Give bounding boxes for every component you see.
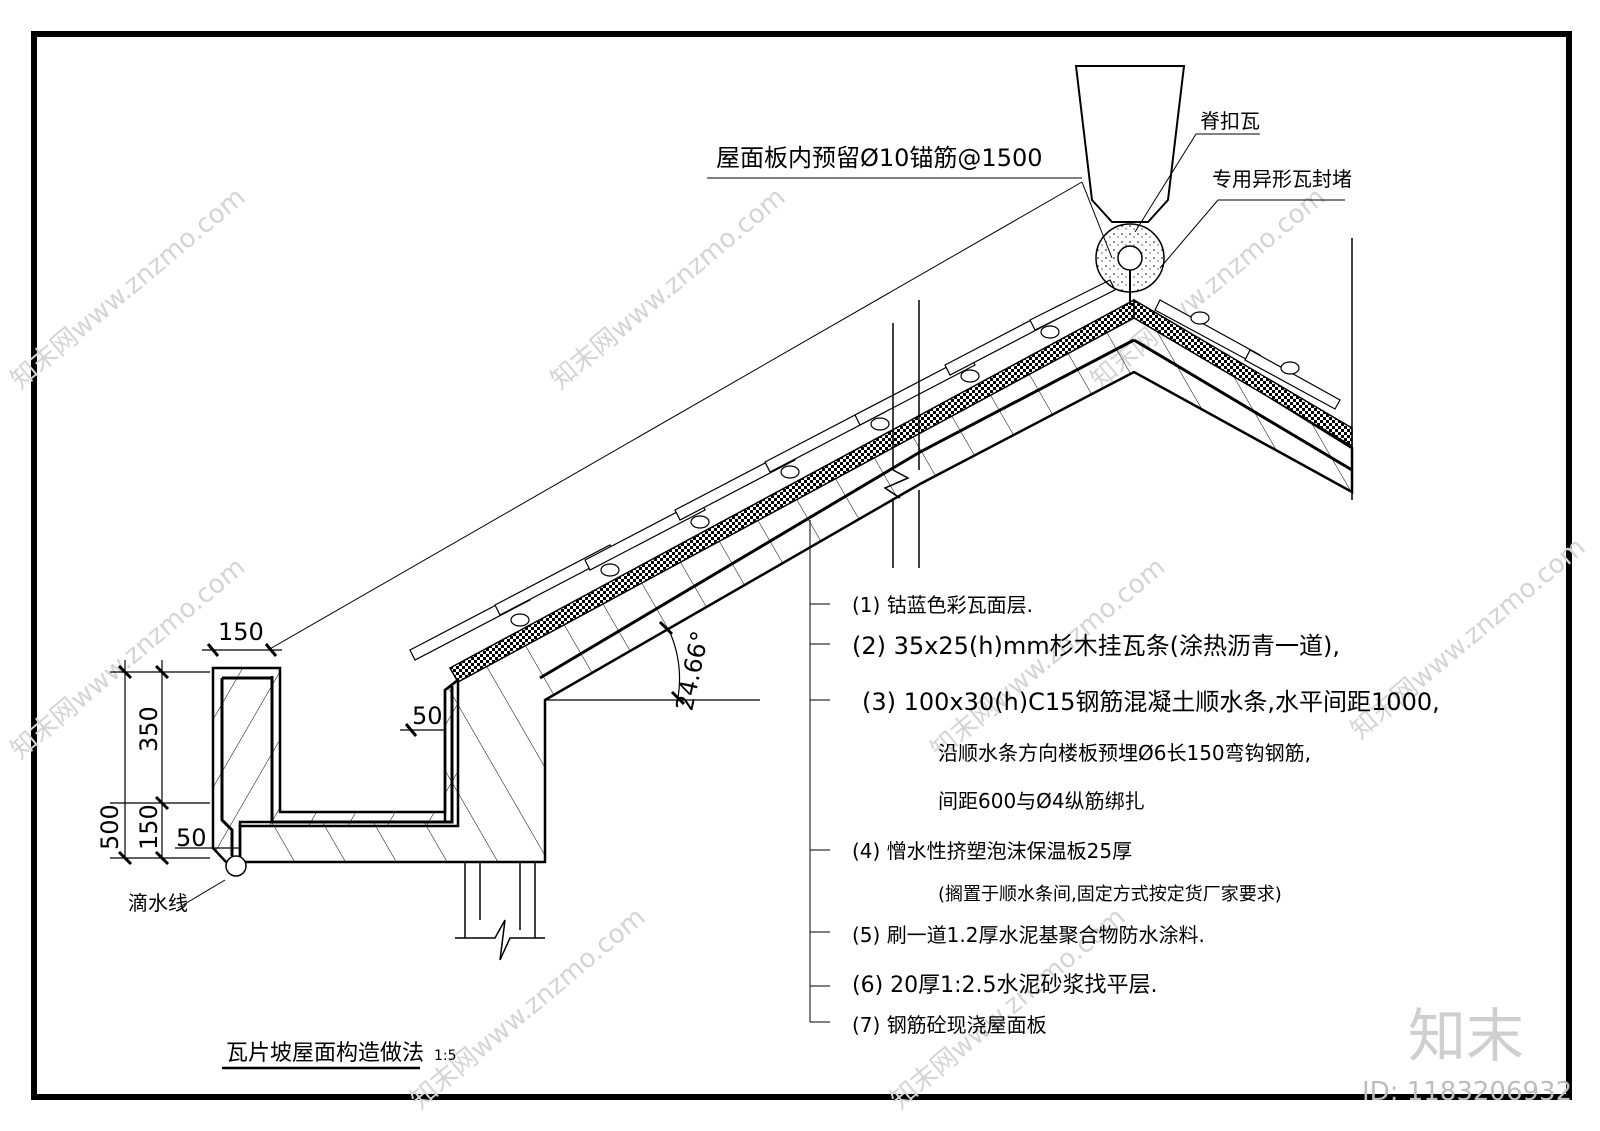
drip-line-label: 滴水线 <box>128 891 188 915</box>
roof-tiles <box>409 279 1341 661</box>
layer-6: (6) 20厚1:2.5水泥砂浆找平层. <box>852 973 1158 998</box>
title-text: 瓦片坡屋面构造做法 <box>226 1041 424 1066</box>
layer-legend: (1) 钴蓝色彩瓦面层. (2) 35x25(h)mm杉木挂瓦条(涂热沥青一道)… <box>852 593 1440 1037</box>
watermark-text: 知末网www.znzmo.com <box>405 902 651 1115</box>
annotations: 屋面板内预留Ø10锚筋@1500 脊扣瓦 专用异形瓦封堵 滴水线 <box>128 109 1352 915</box>
layer-3: (3) 100x30(h)C15钢筋混凝土顺水条,水平间距1000, <box>862 688 1440 716</box>
roof-slab <box>238 311 1354 864</box>
layer-4-detail: (搁置于顺水条间,固定方式按定货厂家要求) <box>938 884 1282 905</box>
anchor-note: 屋面板内预留Ø10锚筋@1500 <box>716 144 1043 172</box>
brand-watermark: 知末 <box>1408 1002 1524 1070</box>
layer-3-detail-1: 沿顺水条方向楼板预埋Ø6长150弯钩钢筋, <box>938 741 1311 765</box>
dim-gutter-width: 150 <box>218 618 264 646</box>
layer-2: (2) 35x25(h)mm杉木挂瓦条(涂热沥青一道), <box>852 632 1340 660</box>
layer-4: (4) 憎水性挤塑泡沫保温板25厚 <box>852 839 1132 863</box>
drawing-frame <box>31 31 1572 1100</box>
gutter <box>211 666 460 877</box>
id-watermark: ID: 1183206932 <box>1362 1077 1572 1107</box>
dimension-lines <box>110 620 760 866</box>
special-tile-seal-label: 专用异形瓦封堵 <box>1212 167 1352 191</box>
ridge-cap <box>1074 65 1186 305</box>
layer-1: (1) 钴蓝色彩瓦面层. <box>852 593 1033 617</box>
dim-total-height: 500 <box>96 804 124 850</box>
watermark-text: 知末网www.znzmo.com <box>545 182 791 395</box>
ridge-tile-label: 脊扣瓦 <box>1200 109 1260 133</box>
dim-drip-offset: 50 <box>176 824 207 852</box>
leader-lines <box>177 133 1345 1023</box>
drawing-title: 瓦片坡屋面构造做法 1:5 <box>222 1041 457 1070</box>
dim-upper-height: 350 <box>135 706 163 752</box>
watermark-layer: 知末网www.znzmo.com 知末网www.znzmo.com 知末网www… <box>5 182 1591 1115</box>
layer-5: (5) 刷一道1.2厚水泥基聚合物防水涂料. <box>852 923 1205 947</box>
support-wall <box>455 862 545 961</box>
watermark-text: 知末网www.znzmo.com <box>5 182 251 395</box>
dim-flashing-offset: 50 <box>412 702 443 730</box>
waterproof-line-right <box>1133 338 1353 472</box>
layer-3-detail-2: 间距600与Ø4纵筋绑扎 <box>938 789 1145 813</box>
dim-lower-height: 150 <box>135 804 163 850</box>
title-scale: 1:5 <box>434 1048 457 1064</box>
waterproof-line <box>539 338 1135 680</box>
insulation-band-left <box>448 298 1135 684</box>
layer-7: (7) 钢筋砼现浇屋面板 <box>852 1013 1047 1037</box>
break-line <box>883 300 920 568</box>
